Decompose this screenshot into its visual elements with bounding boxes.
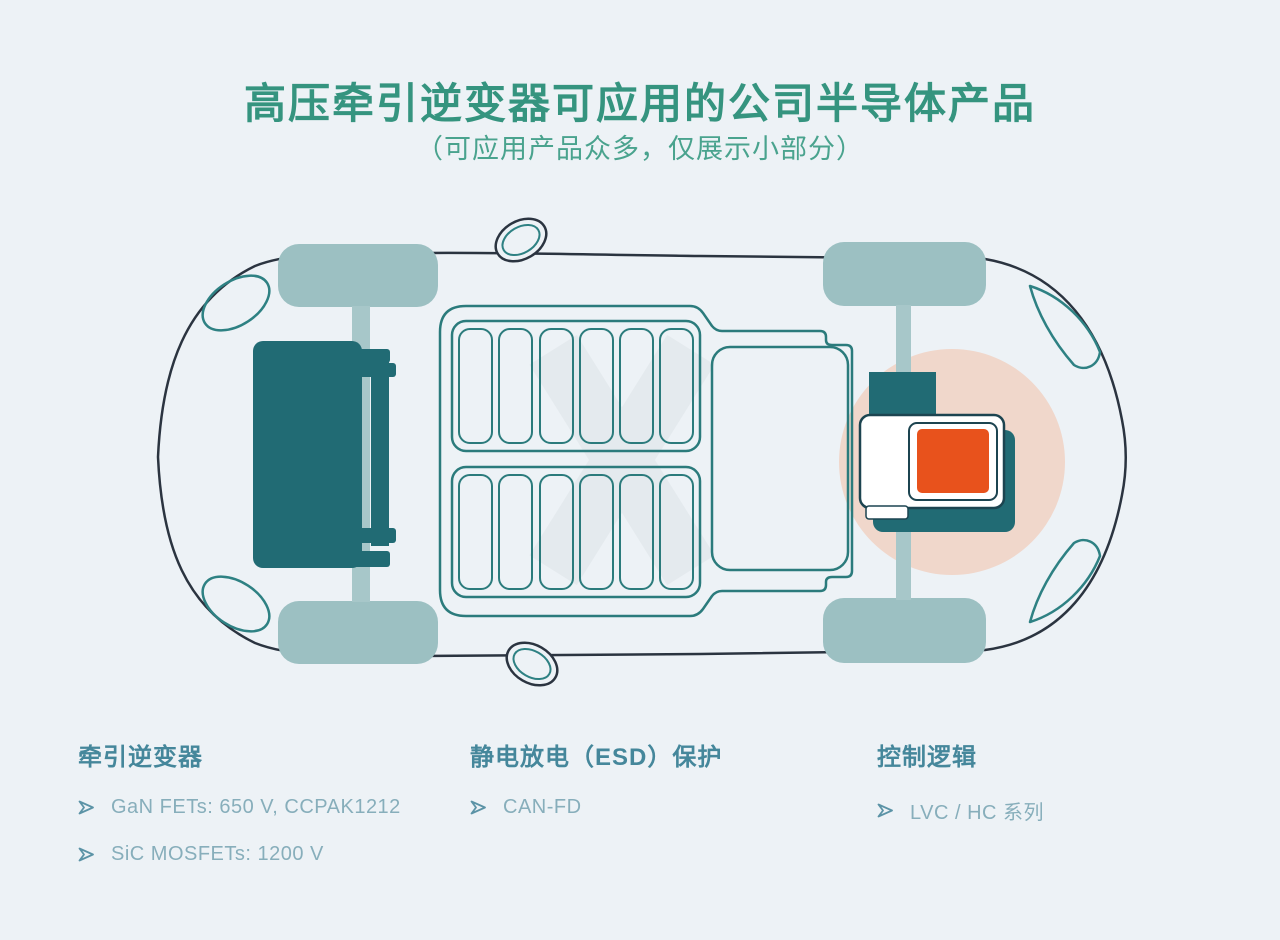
- rear-motor-block: [869, 372, 936, 418]
- list-item-label: GaN FETs: 650 V, CCPAK1212: [111, 796, 401, 818]
- headlight-top: [1028, 284, 1102, 370]
- wheel-top-left: [278, 244, 438, 307]
- page-title: 高压牵引逆变器可应用的公司半导体产品: [243, 80, 1036, 127]
- headlight-bottom: [1028, 538, 1102, 624]
- list-item: GaN FETs: 650 V, CCPAK1212: [78, 796, 401, 819]
- legend-items: LVC / HC 系列: [877, 796, 1044, 825]
- rear-drive-unit: [858, 372, 1015, 532]
- taillight-bottom: [201, 575, 271, 633]
- watermark-x-icon: [529, 334, 715, 586]
- legend-header: 牵引逆变器: [78, 744, 203, 771]
- legend-column-control-logic: 控制逻辑 LVC / HC 系列: [877, 737, 1044, 825]
- legend-header: 控制逻辑: [877, 744, 977, 771]
- wheel-bottom-right: [823, 598, 986, 663]
- wheels: [278, 242, 986, 664]
- front-motor-body: [253, 341, 362, 568]
- list-item: CAN-FD: [470, 796, 722, 819]
- list-item-label: LVC / HC 系列: [910, 802, 1045, 824]
- battery-module-top: [450, 319, 702, 453]
- legend-column-traction-inverter: 牵引逆变器 GaN FETs: 650 V, CCPAK1212 SiC MOS…: [78, 737, 401, 866]
- page-subtitle: （可应用产品众多，仅展示小部分）: [416, 134, 864, 164]
- arrow-bullet-icon: [78, 800, 94, 815]
- list-item: LVC / HC 系列: [877, 796, 1044, 825]
- battery-module-bottom: [450, 465, 702, 599]
- battery-penthouse: [710, 345, 850, 572]
- legend-header: 静电放电（ESD）保护: [470, 744, 723, 771]
- legend-items: CAN-FD: [470, 796, 722, 819]
- arrow-bullet-icon: [78, 847, 94, 862]
- battery-outline: [438, 304, 854, 618]
- list-item: SiC MOSFETs: 1200 V: [78, 843, 401, 866]
- wheel-bottom-left: [278, 601, 438, 664]
- legend-items: GaN FETs: 650 V, CCPAK1212 SiC MOSFETs: …: [78, 796, 401, 866]
- wheel-top-right: [823, 242, 986, 306]
- arrow-bullet-icon: [877, 803, 893, 818]
- side-mirror-top: [494, 217, 548, 263]
- legend-column-esd-protection: 静电放电（ESD）保护 CAN-FD: [470, 737, 722, 819]
- battery-cells: [458, 328, 694, 590]
- list-item-label: SiC MOSFETs: 1200 V: [111, 843, 324, 865]
- side-mirror-bottom: [505, 641, 559, 687]
- traction-inverter-chip: [917, 429, 989, 493]
- taillight-top: [201, 274, 271, 332]
- list-item-label: CAN-FD: [503, 796, 582, 818]
- battery-pack: [438, 304, 854, 618]
- inverter-tab: [865, 505, 909, 520]
- arrow-bullet-icon: [470, 800, 486, 815]
- front-drive-unit: [253, 341, 396, 568]
